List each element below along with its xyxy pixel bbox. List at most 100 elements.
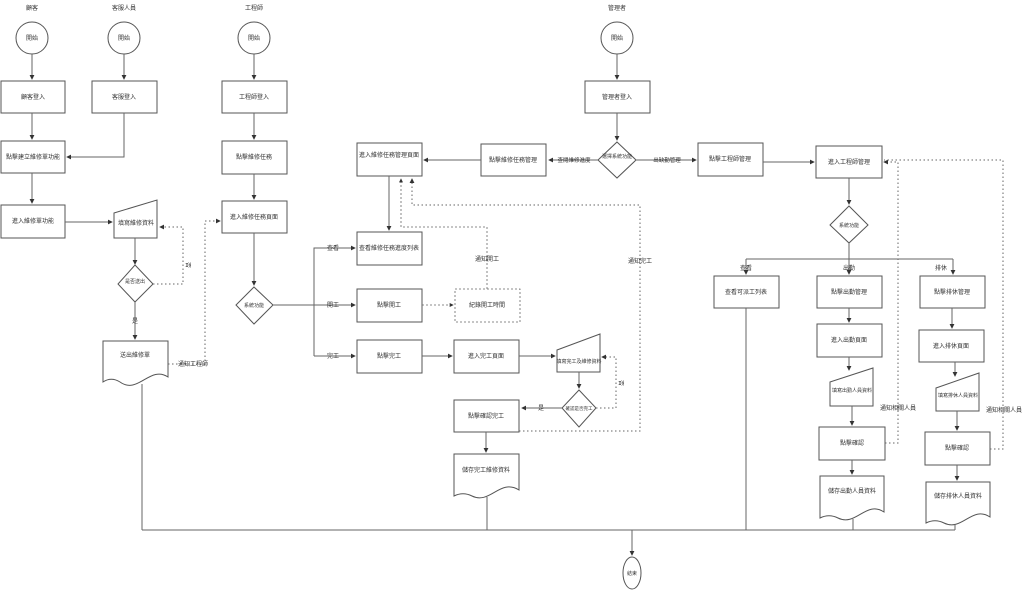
label-notify-finish: 通知完工 [628,257,652,265]
customer-start: 開始 [15,21,49,55]
svg-text:選擇系統功能: 選擇系統功能 [602,153,632,160]
svg-text:儲存出勤人員資料: 儲存出勤人員資料 [828,487,876,495]
support-start: 開始 [107,21,141,55]
svg-text:儲存完工維修資料: 儲存完工維修資料 [462,466,510,474]
svg-text:開始: 開始 [26,34,38,42]
svg-text:點擊維修任務: 點擊維修任務 [236,153,272,161]
svg-text:顧客登入: 顧客登入 [21,93,45,101]
svg-text:是否送出: 是否送出 [125,278,145,285]
svg-text:點擊開工: 點擊開工 [377,301,401,309]
svg-text:查看維修任務進度列表: 查看維修任務進度列表 [359,244,419,252]
click-confirm-finish-step: 點擊確認完工 [453,399,520,433]
svg-text:紀錄開工時間: 紀錄開工時間 [469,301,505,309]
label-notify-related-a: 通知相關人員 [880,404,916,412]
fill-attend-data-input: 填寫出勤人員資料 [829,367,874,407]
label-notify-engineer: 通知工程師 [178,360,208,368]
svg-text:進入排休頁面: 進入排休頁面 [933,342,969,350]
end-terminal: 結束 [622,556,642,590]
svg-text:填寫維修資料: 填寫維修資料 [118,219,154,227]
click-confirm-leave-step: 點擊確認 [924,431,991,466]
lane-engineer: 工程師 [245,4,263,12]
click-finish-step: 點擊完工 [356,339,423,374]
svg-text:客服登入: 客服登入 [112,93,136,101]
svg-text:進入出勤頁面: 進入出勤頁面 [831,336,867,344]
svg-text:進入完工頁面: 進入完工頁面 [468,352,504,360]
svg-text:填寫出勤人員資料: 填寫出勤人員資料 [832,387,872,394]
click-attend-mgmt-step: 點擊出勤管理 [816,275,883,309]
svg-text:點擊確認: 點擊確認 [945,444,969,452]
svg-text:系統功能: 系統功能 [839,222,859,229]
branch-finish-label: 完工 [327,352,339,360]
record-start-time-step: 紀錄開工時間 [454,288,521,323]
lane-support: 客服人員 [112,4,136,12]
svg-text:進入工程師管理: 進入工程師管理 [828,158,870,166]
label-no: 否 [184,262,191,268]
svg-text:點擊完工: 點擊完工 [377,352,401,360]
fill-finish-data-input: 填寫完工及維修資料 [556,333,602,373]
svg-text:確認是否完工: 確認是否完工 [566,405,593,412]
enter-leave-page-step: 進入排休頁面 [918,329,985,363]
enter-order-function-step: 進入維修單功能 [0,204,66,239]
label-notify-start: 通知開工 [475,255,499,263]
svg-text:儲存排休人員資料: 儲存排休人員資料 [934,492,982,500]
label-yes: 是 [132,318,138,325]
svg-text:點擊建立維修單功能: 點擊建立維修單功能 [6,153,60,161]
enter-attend-page-step: 進入出勤頁面 [816,323,883,358]
svg-text:填寫排休人員資料: 填寫排休人員資料 [938,392,978,399]
click-task-mgmt-step: 點擊維修任務管理 [480,143,547,177]
click-create-order-step: 點擊建立維修單功能 [0,140,66,174]
svg-text:開始: 開始 [611,34,623,42]
engineer-login-step: 工程師登入 [221,80,288,114]
svg-text:進入維修單功能: 進入維修單功能 [12,217,54,225]
engineer-start: 開始 [237,21,271,55]
svg-text:送出維修單: 送出維修單 [120,351,150,359]
svg-text:點擊維修任務管理: 點擊維修任務管理 [489,156,537,164]
branch-attendance-label: 出缺勤管理 [653,156,681,164]
svg-text:點擊確認: 點擊確認 [840,439,864,447]
enter-task-mgmt-page-step: 進入維修任務管理頁面 [356,142,423,177]
save-leave-data-document: 儲存排休人員資料 [925,481,991,526]
branch-view-label: 查看 [327,244,339,252]
svg-text:工程師登入: 工程師登入 [239,93,269,101]
branch-view2-label: 查看 [740,264,752,272]
branch-progress-label: 查閱維修進度 [557,156,591,164]
enter-finish-page-step: 進入完工頁面 [453,339,520,374]
svg-text:點擊出勤管理: 點擊出勤管理 [831,288,867,296]
support-login-step: 客服登入 [91,80,158,114]
confirm-finish-decision: 確認是否完工 [561,389,597,428]
click-engineer-mgmt-step: 點擊工程師管理 [697,142,764,177]
svg-text:點擊確認完工: 點擊確認完工 [468,412,504,420]
svg-text:點擊工程師管理: 點擊工程師管理 [709,155,751,163]
fill-leave-data-input: 填寫排休人員資料 [935,372,980,412]
manager-start: 開始 [600,21,634,55]
svg-text:開始: 開始 [118,34,130,42]
branch-leave-label: 排休 [935,264,947,272]
save-attend-data-document: 儲存出勤人員資料 [819,475,885,521]
click-repair-task-step: 點擊維修任務 [221,140,288,175]
manager-function-decision: 選擇系統功能 [597,141,637,179]
send-order-document: 送出維修單 [102,340,169,386]
lane-customer: 顧客 [26,4,38,12]
click-leave-mgmt-step: 點擊排休管理 [919,275,986,309]
manager-login-step: 管理者登入 [584,80,651,114]
label-notify-related-b: 通知相關人員 [986,406,1022,414]
enter-task-page-step: 進入維修任務頁面 [221,200,288,234]
save-finish-data-document: 儲存完工維修資料 [453,453,520,499]
svg-text:填寫完工及維修資料: 填寫完工及維修資料 [556,358,601,365]
svg-text:管理者登入: 管理者登入 [602,93,632,101]
svg-text:進入維修任務頁面: 進入維修任務頁面 [230,213,278,221]
enter-engineer-mgmt-step: 進入工程師管理 [815,145,883,179]
view-progress-list-step: 查看維修任務進度列表 [356,231,423,266]
label-no-finish: 否 [617,380,624,386]
branch-attend-label: 出勤 [843,264,855,272]
fill-repair-data-input: 填寫維修資料 [113,199,158,239]
svg-text:點擊排休管理: 點擊排休管理 [934,288,970,296]
branch-start-label: 開工 [327,302,339,309]
svg-text:系統功能: 系統功能 [244,302,264,309]
svg-text:進入維修任務管理頁面: 進入維修任務管理頁面 [359,151,419,159]
svg-text:結束: 結束 [627,570,637,577]
submit-decision: 是否送出 [117,264,154,303]
customer-login-step: 顧客登入 [0,80,66,114]
svg-text:開始: 開始 [248,34,260,42]
